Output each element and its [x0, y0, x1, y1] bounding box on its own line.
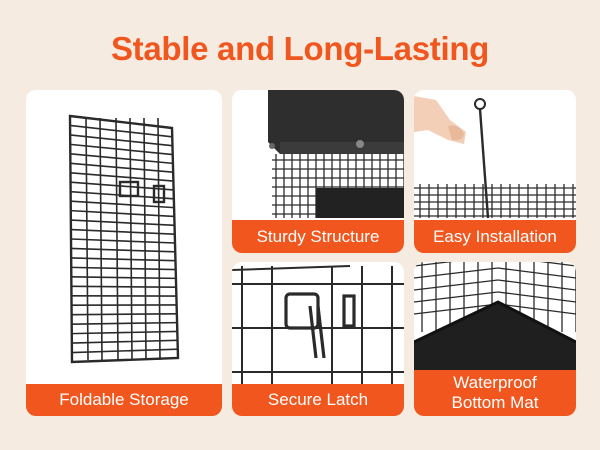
label-foldable-storage: Foldable Storage — [26, 384, 222, 416]
page-title: Stable and Long-Lasting — [110, 30, 490, 67]
bottom-mat-image — [414, 262, 576, 370]
card-waterproof-mat: Waterproof Bottom Mat — [414, 262, 576, 416]
label-easy-installation: Easy Installation — [414, 220, 576, 253]
card-sturdy-structure: Sturdy Structure — [232, 90, 404, 253]
latch-image — [232, 265, 404, 384]
label-secure-latch: Secure Latch — [232, 384, 404, 416]
crate-cover-image — [268, 90, 404, 218]
card-secure-latch: Secure Latch — [232, 262, 404, 416]
label-waterproof-line1: Waterproof — [453, 373, 537, 393]
folded-crate-image — [68, 114, 180, 364]
installation-image — [414, 96, 576, 219]
card-foldable-storage: Foldable Storage — [26, 90, 222, 416]
label-waterproof-line2: Bottom Mat — [451, 393, 539, 412]
card-easy-installation: Easy Installation — [414, 90, 576, 253]
label-waterproof-mat: Waterproof Bottom Mat — [414, 370, 576, 416]
label-sturdy-structure: Sturdy Structure — [232, 220, 404, 253]
